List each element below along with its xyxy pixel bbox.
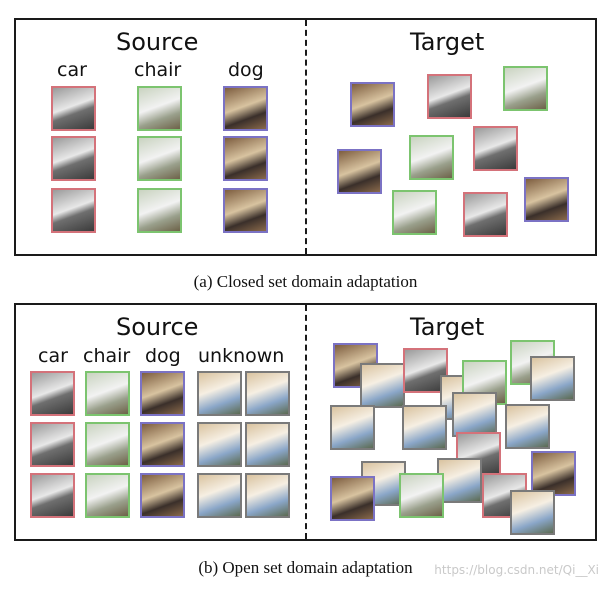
- car-image: [30, 422, 75, 467]
- chair-image: [137, 136, 182, 181]
- unknown-image: [330, 405, 375, 450]
- unknown-image: [245, 422, 290, 467]
- unknown-image: [197, 473, 242, 518]
- chair-image: [409, 135, 454, 180]
- car-image: [403, 348, 448, 393]
- domain-divider: [305, 305, 307, 539]
- unknown-image: [360, 363, 405, 408]
- source-title: Source: [116, 28, 199, 56]
- dog-image: [337, 149, 382, 194]
- unknown-image: [510, 490, 555, 535]
- unknown-image: [197, 371, 242, 416]
- chair-image: [399, 473, 444, 518]
- car-image: [51, 136, 96, 181]
- car-image: [30, 371, 75, 416]
- chair-image: [137, 188, 182, 233]
- domain-divider: [305, 20, 307, 254]
- unknown-image: [402, 405, 447, 450]
- unknown-image: [245, 473, 290, 518]
- car-image: [51, 188, 96, 233]
- chair-image: [503, 66, 548, 111]
- dog-image: [223, 86, 268, 131]
- target-title: Target: [410, 28, 485, 56]
- watermark: https://blog.csdn.net/Qi__Xi: [434, 563, 599, 577]
- class-label-chair: chair: [134, 59, 182, 81]
- unknown-image: [505, 404, 550, 449]
- class-label-car: car: [57, 59, 87, 81]
- class-label-chair: chair: [83, 345, 131, 367]
- dog-image: [140, 422, 185, 467]
- chair-image: [85, 473, 130, 518]
- class-label-dog: dog: [228, 59, 264, 81]
- unknown-image: [437, 458, 482, 503]
- chair-image: [137, 86, 182, 131]
- dog-image: [350, 82, 395, 127]
- target-title: Target: [410, 313, 485, 341]
- car-image: [463, 192, 508, 237]
- class-label-car: car: [38, 345, 68, 367]
- unknown-image: [452, 392, 497, 437]
- class-label-dog: dog: [145, 345, 181, 367]
- unknown-image: [530, 356, 575, 401]
- dog-image: [140, 371, 185, 416]
- dog-image: [531, 451, 576, 496]
- unknown-image: [197, 422, 242, 467]
- caption-closed-set: (a) Closed set domain adaptation: [193, 272, 418, 291]
- source-title: Source: [116, 313, 199, 341]
- dog-image: [330, 476, 375, 521]
- car-image: [473, 126, 518, 171]
- car-image: [51, 86, 96, 131]
- chair-image: [392, 190, 437, 235]
- chair-image: [85, 422, 130, 467]
- dog-image: [223, 136, 268, 181]
- caption-open-set: (b) Open set domain adaptation: [198, 558, 413, 577]
- class-label-unknown: unknown: [198, 345, 285, 367]
- dog-image: [140, 473, 185, 518]
- dog-image: [524, 177, 569, 222]
- chair-image: [85, 371, 130, 416]
- car-image: [30, 473, 75, 518]
- car-image: [427, 74, 472, 119]
- dog-image: [223, 188, 268, 233]
- unknown-image: [245, 371, 290, 416]
